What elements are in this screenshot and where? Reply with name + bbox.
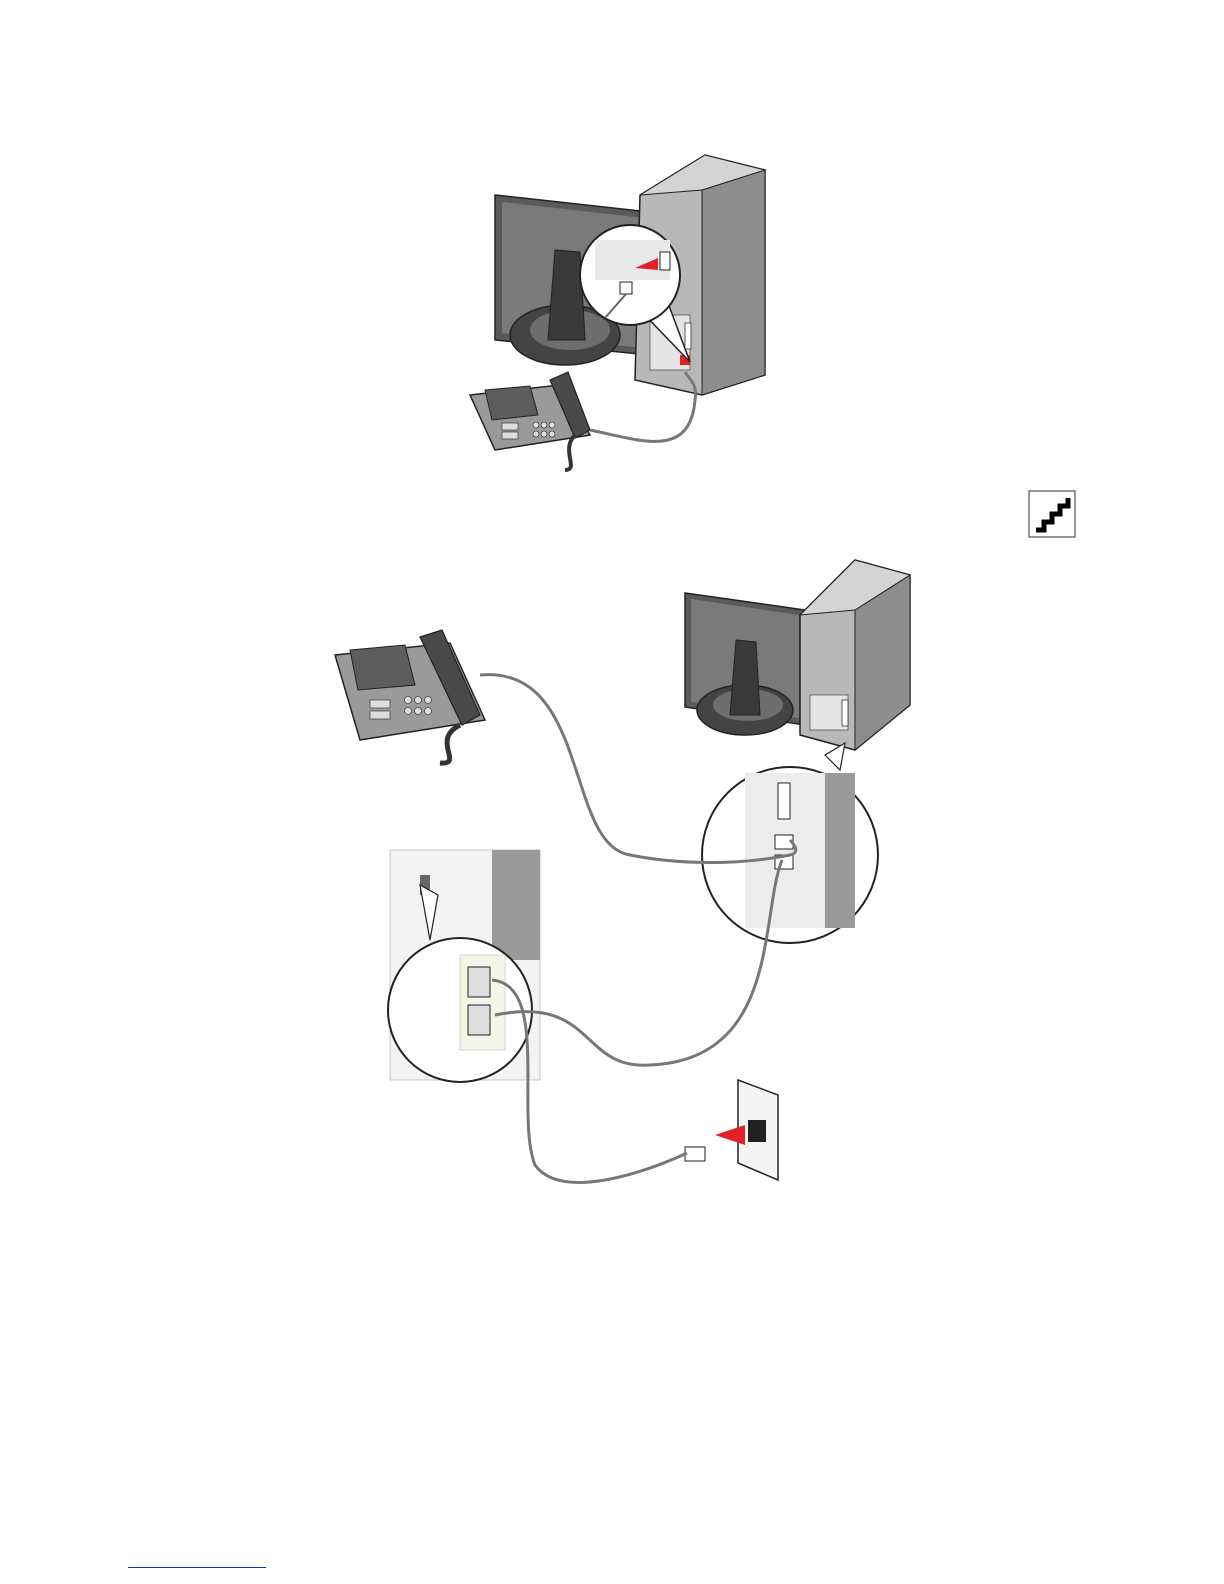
phone-cord-printer-to-walljack [492, 980, 687, 1182]
monitor-illustration [685, 593, 805, 735]
wall-jack-illustration [685, 1080, 778, 1180]
figure-phone-to-computer [440, 140, 780, 480]
telephone-illustration [335, 630, 485, 763]
footer-link-underline [128, 1567, 266, 1568]
computer-tower-illustration [800, 560, 910, 750]
footer-link[interactable] [128, 1548, 266, 1568]
advanced-step-icon [1028, 490, 1076, 538]
figure-printer-computer-phone-walljack [320, 555, 920, 1195]
computer-port-callout [702, 743, 878, 943]
telephone-illustration [470, 372, 590, 470]
